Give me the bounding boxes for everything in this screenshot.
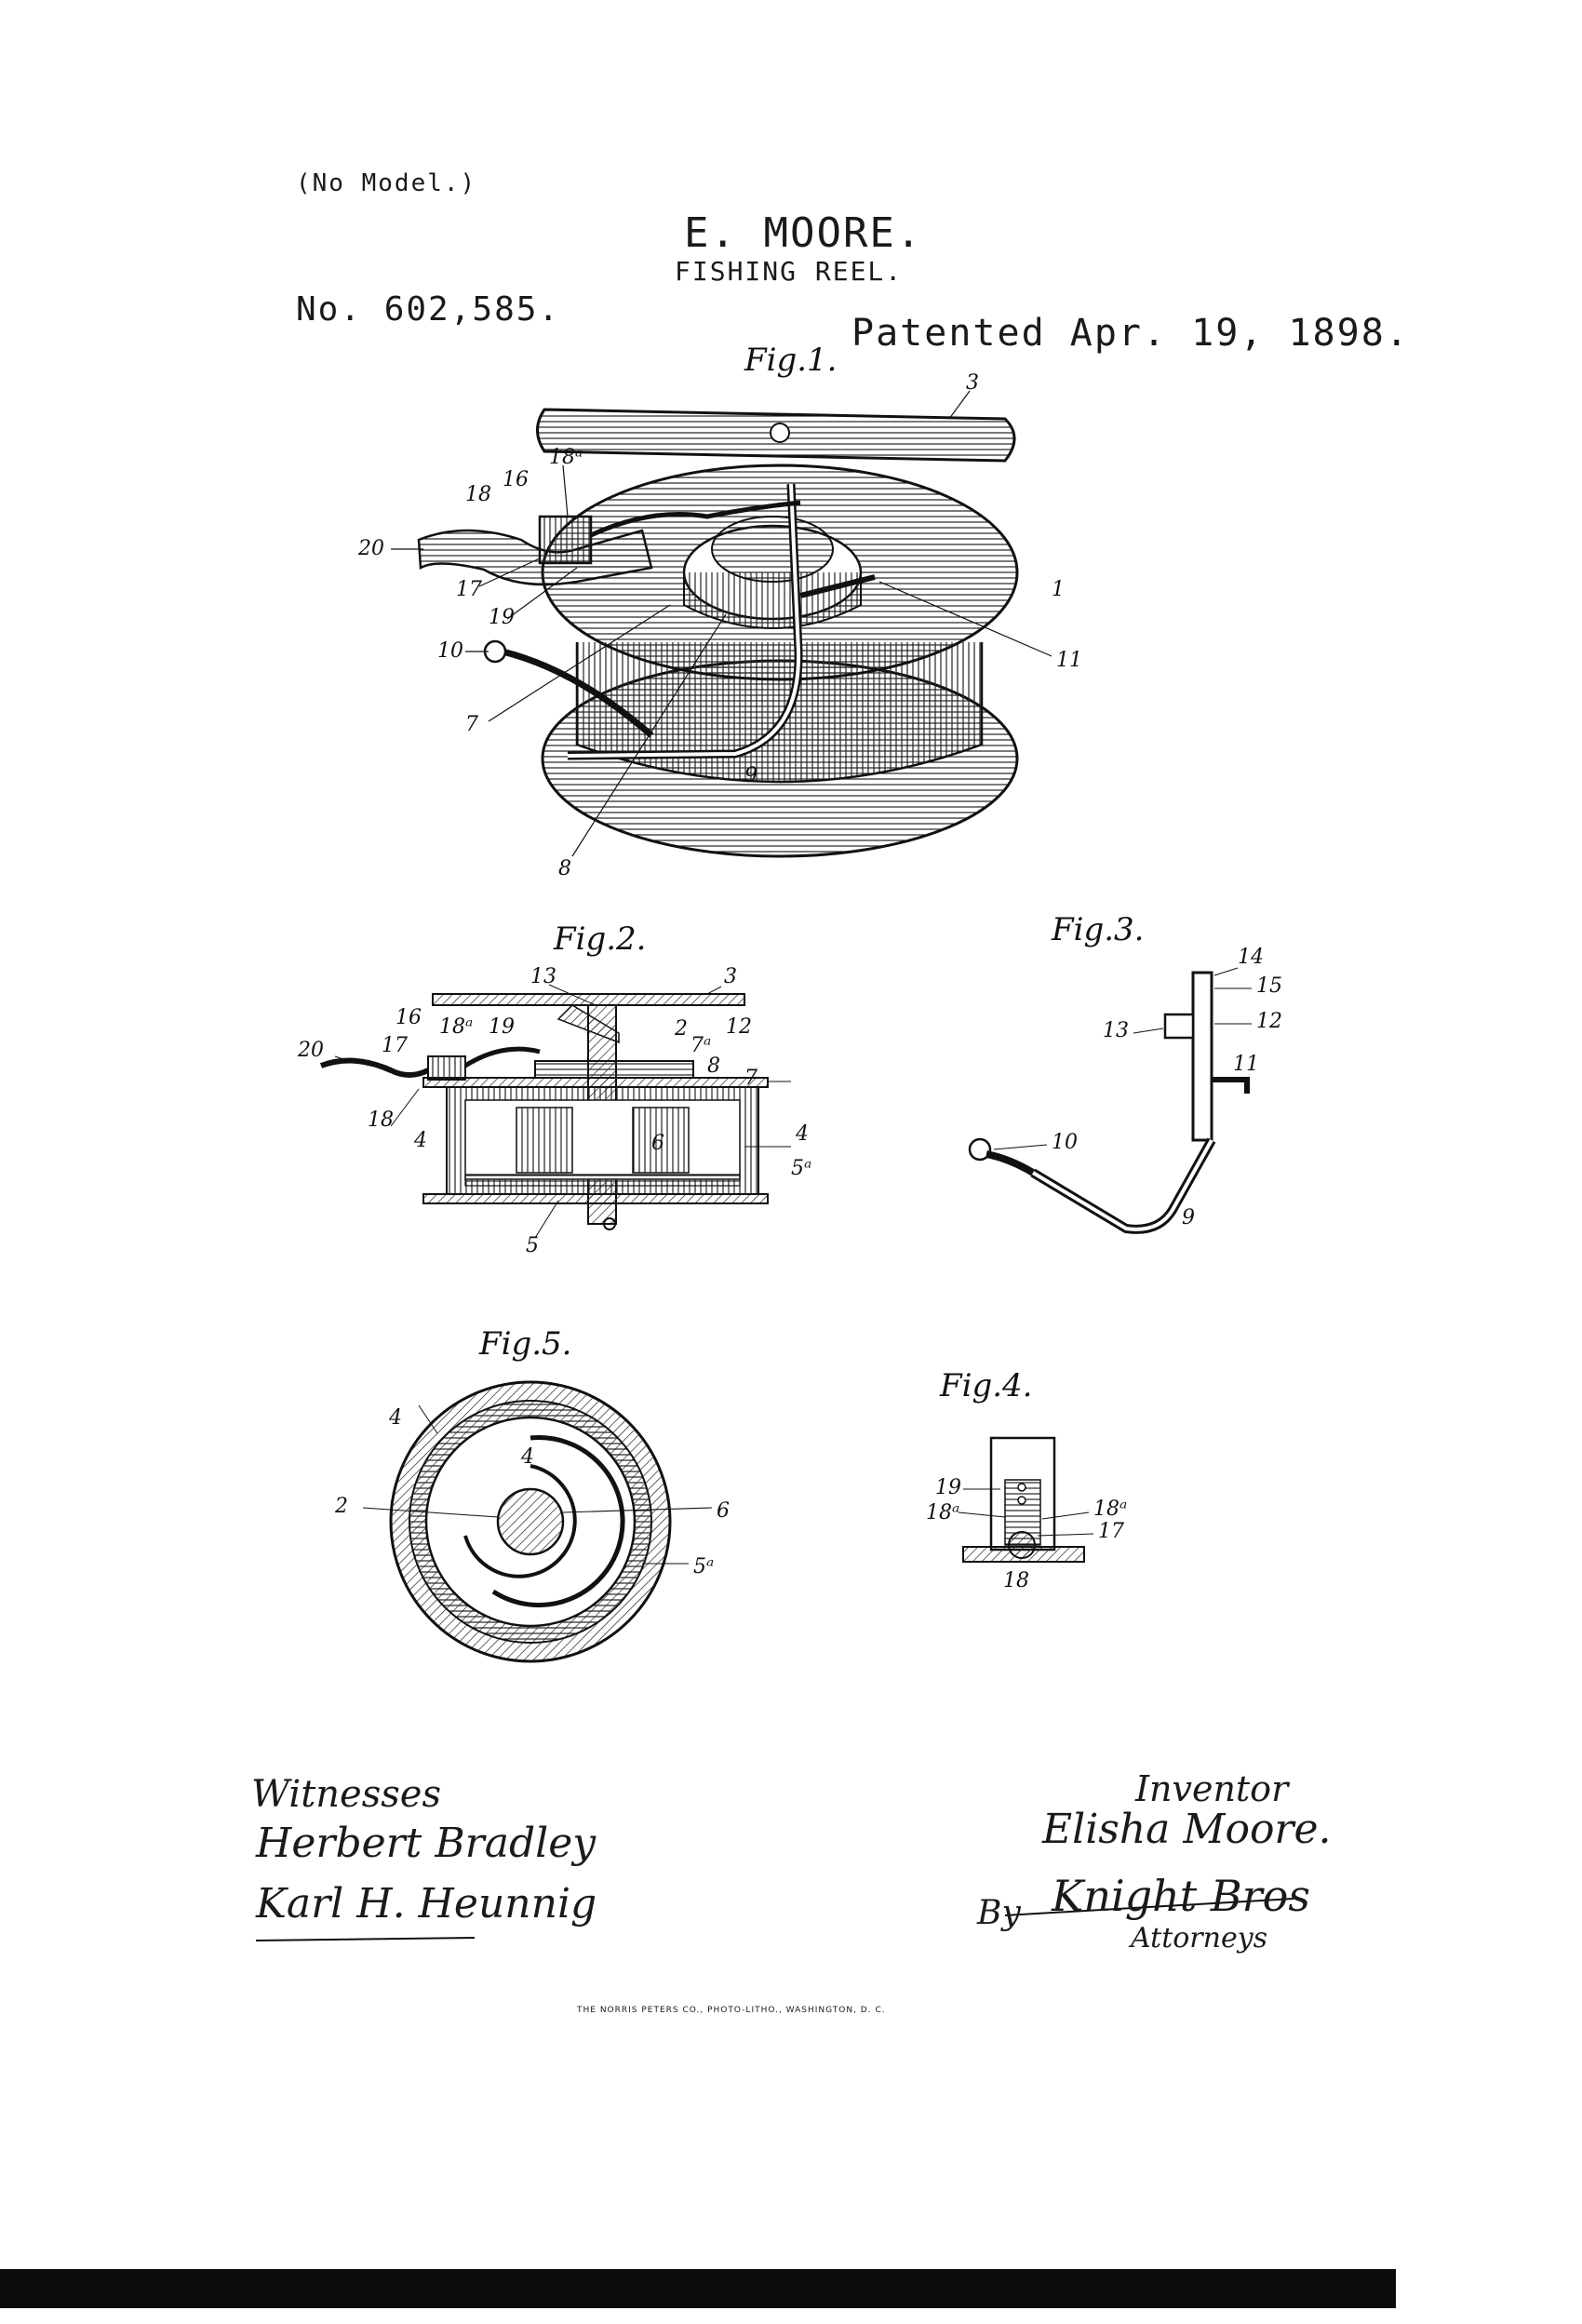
ref-18a-b: 18ᵃ [1093,1498,1127,1521]
ref-6: 6 [717,1499,730,1523]
ref-18a: 18ᵃ [549,446,583,469]
fig3-title: Fig.3. [1051,911,1144,948]
ref-16: 16 [503,468,529,491]
ref-18: 18 [465,483,491,506]
fig5-drawing [362,1380,713,1663]
attorney-signature: Knight Bros [1052,1871,1310,1921]
ref-5a: 5ᵃ [791,1157,811,1180]
witness-signature-1: Herbert Bradley [256,1820,597,1867]
ref-7: 7 [744,1067,757,1090]
ref-19: 19 [489,606,515,629]
ref-5a: 5ᵃ [693,1555,714,1578]
ref-8: 8 [558,857,571,880]
ref-12: 12 [1256,1010,1282,1033]
ref-1: 1 [1052,578,1065,601]
witness-signature-2: Karl H. Heunnig [256,1880,597,1928]
ref-3: 3 [724,965,737,988]
ref-8: 8 [707,1055,720,1078]
ref-18: 18 [368,1108,394,1132]
ref-11: 11 [1056,649,1082,672]
ref-7: 7 [465,713,478,736]
ref-18a: 18ᵃ [926,1501,959,1525]
ref-12: 12 [726,1015,752,1039]
fig4-drawing [958,1436,1094,1563]
ref-10: 10 [437,639,463,663]
ref-19: 19 [489,1015,515,1039]
witnesses-label: Witnesses [251,1773,441,1816]
fig2-reference-numerals: 13 3 16 18ᵃ 19 12 2 7ᵃ 8 7 20 17 18 4 6 … [297,965,811,1257]
fig1-reference-numerals: 3 18ᵃ 16 18 20 17 19 10 7 8 9 1 11 [357,371,1082,880]
by-label: By [977,1894,1021,1932]
patent-date: Patented Apr. 19, 1898. [851,312,1410,355]
fig5-reference-numerals: 4 4 2 6 5ᵃ [334,1406,730,1578]
ref-15: 15 [1256,974,1282,998]
attorneys-label: Attorneys [1131,1922,1268,1955]
ref-17: 17 [382,1034,408,1057]
fig5-title: Fig.5. [478,1325,571,1363]
scan-edge-bar [0,2269,1396,2308]
ref-14: 14 [1238,946,1264,969]
ref-2: 2 [674,1017,688,1041]
fig4-reference-numerals: 19 18ᵃ 18ᵃ 17 18 [926,1476,1127,1592]
ref-9: 9 [1182,1206,1195,1229]
inventor-signature: Elisha Moore. [1042,1806,1332,1853]
fig2-title: Fig.2. [553,920,646,958]
ref-2: 2 [334,1495,348,1518]
ref-4b: 4 [795,1122,809,1146]
witness-underline [255,1937,476,1941]
ref-4: 4 [388,1406,402,1430]
fig2-drawing [319,984,791,1239]
patent-number: No. 602,585. [296,290,561,329]
no-model-label: (No Model.) [296,169,477,197]
fig1-drawing [391,390,1052,858]
ref-10: 10 [1052,1131,1078,1154]
ref-3: 3 [966,371,979,395]
ref-18: 18 [1003,1569,1029,1592]
ref-13: 13 [530,965,556,988]
ref-16: 16 [396,1006,422,1029]
ref-20: 20 [357,537,384,560]
fig1-title: Fig.1. [744,342,837,379]
ref-17: 17 [1098,1520,1124,1543]
inventor-label: Inventor [1135,1768,1289,1809]
ref-4: 4 [413,1129,427,1152]
ref-4b: 4 [520,1445,534,1469]
ref-18a: 18ᵃ [439,1015,473,1039]
ref-5: 5 [526,1234,539,1257]
fig4-title: Fig.4. [939,1367,1032,1404]
ref-17: 17 [456,578,482,601]
fig3-reference-numerals: 14 15 12 13 11 10 9 [1052,946,1282,1229]
invention-title: FISHING REEL. [675,256,904,287]
ref-20: 20 [297,1039,324,1062]
ref-6: 6 [651,1132,664,1155]
ref-9: 9 [744,764,757,787]
ref-13: 13 [1103,1019,1129,1042]
ref-11: 11 [1233,1053,1259,1076]
printer-credit: THE NORRIS PETERS CO., PHOTO-LITHO., WAS… [577,2006,886,2015]
fig3-drawing [968,967,1252,1234]
inventor-heading: E. MOORE. [684,209,923,257]
attorney-underline [1004,1898,1294,1916]
ref-19: 19 [935,1476,961,1499]
ref-7a: 7ᵃ [690,1034,711,1057]
